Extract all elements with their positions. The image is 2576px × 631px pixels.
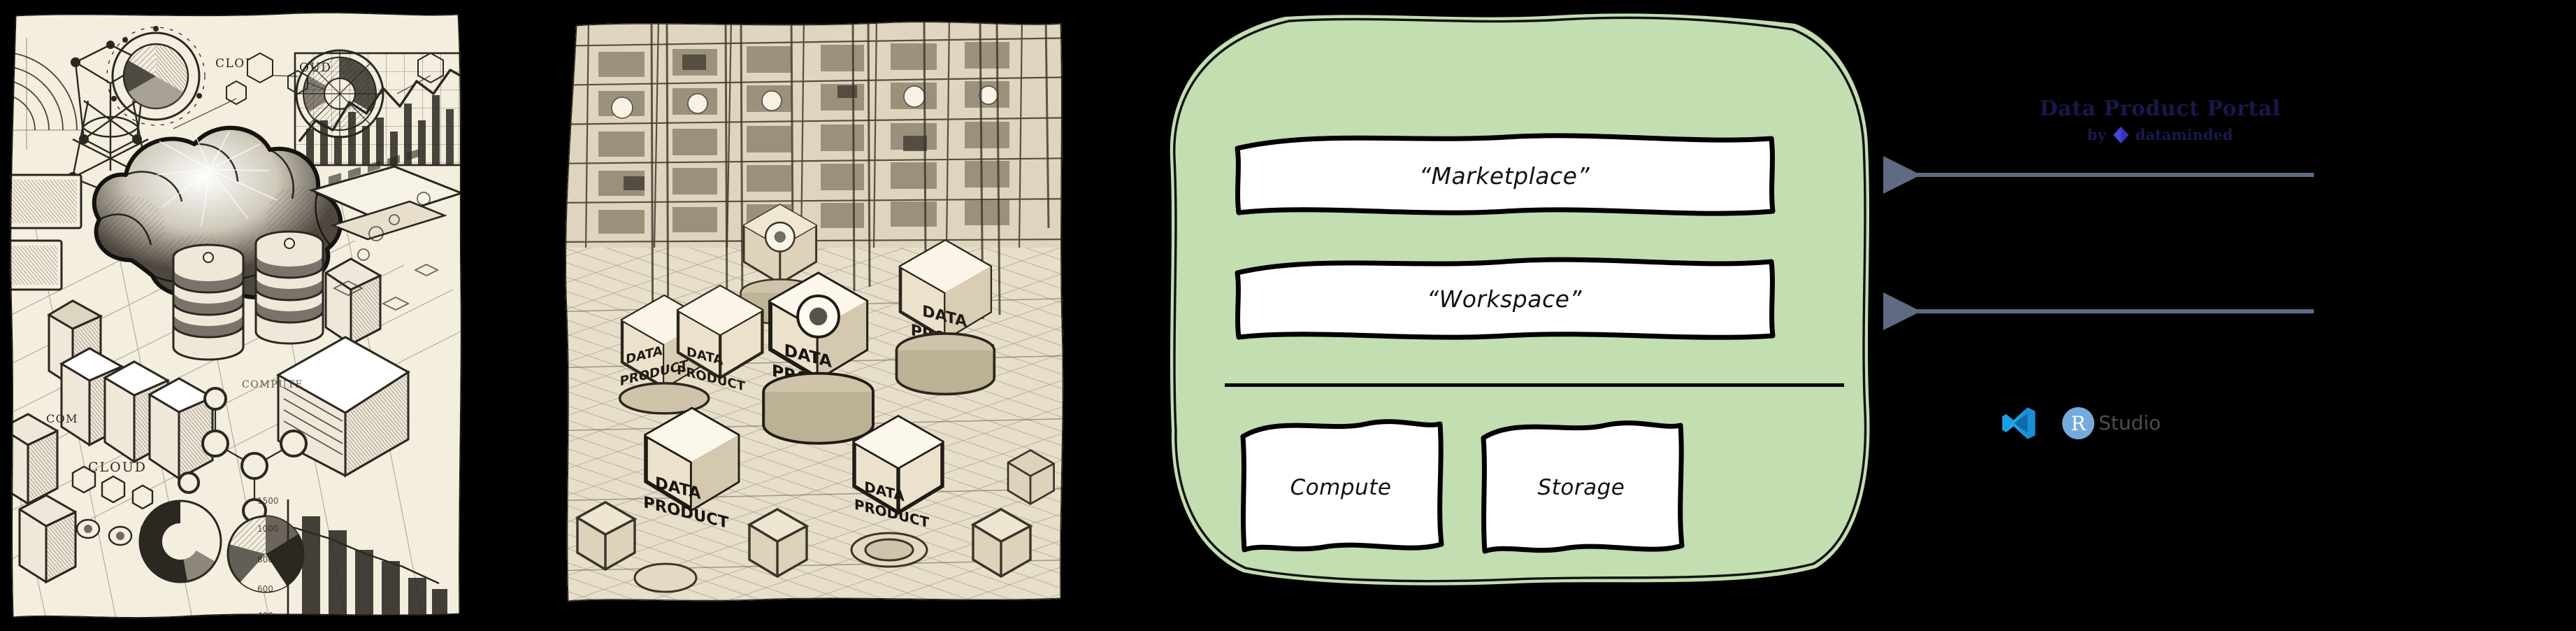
platform-infrastructure-storage[interactable]: Storage: [1476, 417, 1686, 558]
data-platform-panel: “Marketplace” “Workspace” Compute Storag…: [1166, 11, 1873, 588]
byline-prefix: by: [2087, 126, 2106, 143]
byline-brand-name: dataminded: [2135, 126, 2233, 143]
rstudio-icon: R: [2062, 407, 2094, 439]
svg-text:1500: 1500: [257, 496, 279, 506]
rstudio-logo[interactable]: R Studio: [2062, 407, 2161, 439]
brand-block: Data Product Portal by dataminded: [1985, 98, 2335, 144]
dataminded-logo-icon: [2113, 126, 2129, 143]
platform-service-workspace[interactable]: “Workspace”: [1232, 255, 1777, 343]
svg-text:1000: 1000: [257, 524, 279, 534]
data-product-factory-sketch: DATA PRODUCT DATA PRODUCT: [561, 18, 1070, 604]
svg-text:400: 400: [257, 611, 273, 621]
svg-text:600: 600: [257, 584, 273, 594]
brand-byline: by dataminded: [1985, 126, 2335, 144]
product-title: Data Product Portal: [2039, 97, 2281, 121]
rstudio-wordmark: Studio: [2099, 411, 2161, 434]
svg-text:COMPUTE: COMPUTE: [242, 379, 303, 390]
svg-text:800: 800: [257, 555, 273, 565]
svg-text:R: R: [2071, 412, 2086, 435]
svg-text:CLOU: CLOU: [215, 57, 257, 71]
platform-layer-divider: [1225, 383, 1844, 387]
vscode-icon[interactable]: [1999, 404, 2037, 442]
svg-text:CLOUD: CLOUD: [88, 460, 147, 475]
tool-logos: R Studio: [1999, 404, 2335, 442]
platform-infrastructure-compute[interactable]: Compute: [1236, 417, 1446, 558]
cloud-infrastructure-sketch: CLOU OUD: [6, 10, 467, 621]
platform-service-marketplace[interactable]: “Marketplace”: [1232, 132, 1777, 220]
svg-text:COM: COM: [46, 412, 78, 425]
